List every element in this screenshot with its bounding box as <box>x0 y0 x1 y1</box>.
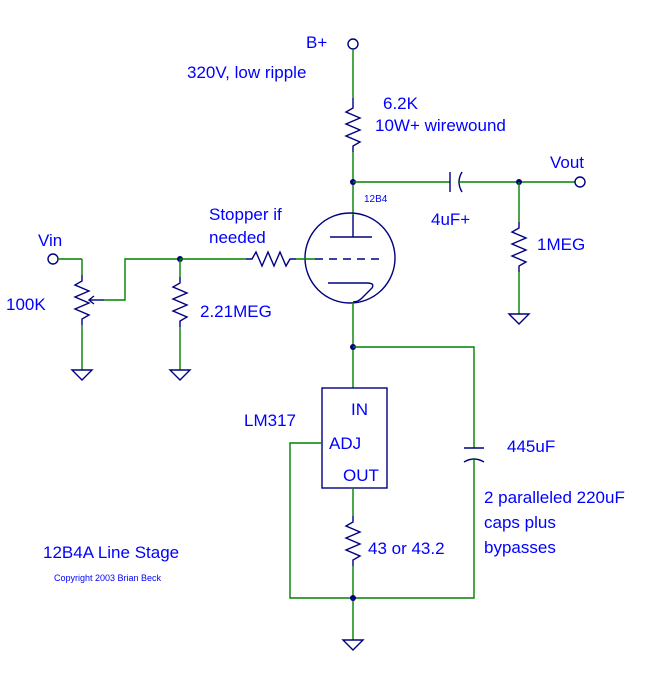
wire-wiper <box>104 258 180 301</box>
triode-envelope <box>304 212 396 304</box>
bypass-cap-label: 445uF <box>507 437 555 456</box>
bypass-cap-note-2: caps plus <box>484 513 556 532</box>
plate-resistor <box>344 98 362 152</box>
bottom-node <box>350 595 356 601</box>
ground-symbol <box>70 369 94 381</box>
regulator-label: LM317 <box>244 411 296 430</box>
grid-resistor <box>171 277 189 327</box>
plate-resistor-type: 10W+ wirewound <box>375 116 506 135</box>
lm317-body <box>321 387 388 489</box>
regulator-adj-pin: ADJ <box>329 434 361 453</box>
stopper-resistor <box>246 250 296 268</box>
bplus-label: B+ <box>306 33 327 52</box>
ground-symbol <box>341 639 365 651</box>
regulator-in-pin: IN <box>351 400 368 419</box>
ground-symbol <box>507 313 531 325</box>
pot-wiper-arrow <box>87 295 95 305</box>
bypass-cap-note-1: 2 paralleled 220uF <box>484 488 625 507</box>
supply-label: 320V, low ripple <box>187 63 306 82</box>
wire-bypass-cap-bottom <box>353 458 475 599</box>
tube-label: 12B4 <box>364 194 388 205</box>
pot-label: 100K <box>6 295 46 314</box>
wire-adj <box>289 442 353 599</box>
output-resistor <box>510 222 528 272</box>
copyright: Copyright 2003 Brian Beck <box>54 573 162 583</box>
set-resistor-label: 43 or 43.2 <box>368 539 445 558</box>
triode-cathode <box>328 282 374 303</box>
diagram-title: 12B4A Line Stage <box>43 543 179 562</box>
plate-resistor-value: 6.2K <box>383 94 419 113</box>
cap-out-label: 4uF+ <box>431 210 470 229</box>
input-pot <box>73 275 91 325</box>
output-resistor-label: 1MEG <box>537 235 585 254</box>
grid-resistor-label: 2.21MEG <box>200 302 272 321</box>
vin-label: Vin <box>38 231 62 250</box>
set-resistor <box>344 516 362 566</box>
stopper-label-1: Stopper if <box>209 205 282 224</box>
ground-symbol <box>168 369 192 381</box>
vout-terminal <box>574 176 586 188</box>
wire-to-bypass-cap <box>353 346 475 448</box>
stopper-label-2: needed <box>209 228 266 247</box>
bplus-terminal <box>347 38 359 50</box>
vin-terminal <box>47 253 59 265</box>
regulator-out-pin: OUT <box>343 466 379 485</box>
vout-label: Vout <box>550 153 584 172</box>
bypass-cap-note-3: bypasses <box>484 538 556 557</box>
